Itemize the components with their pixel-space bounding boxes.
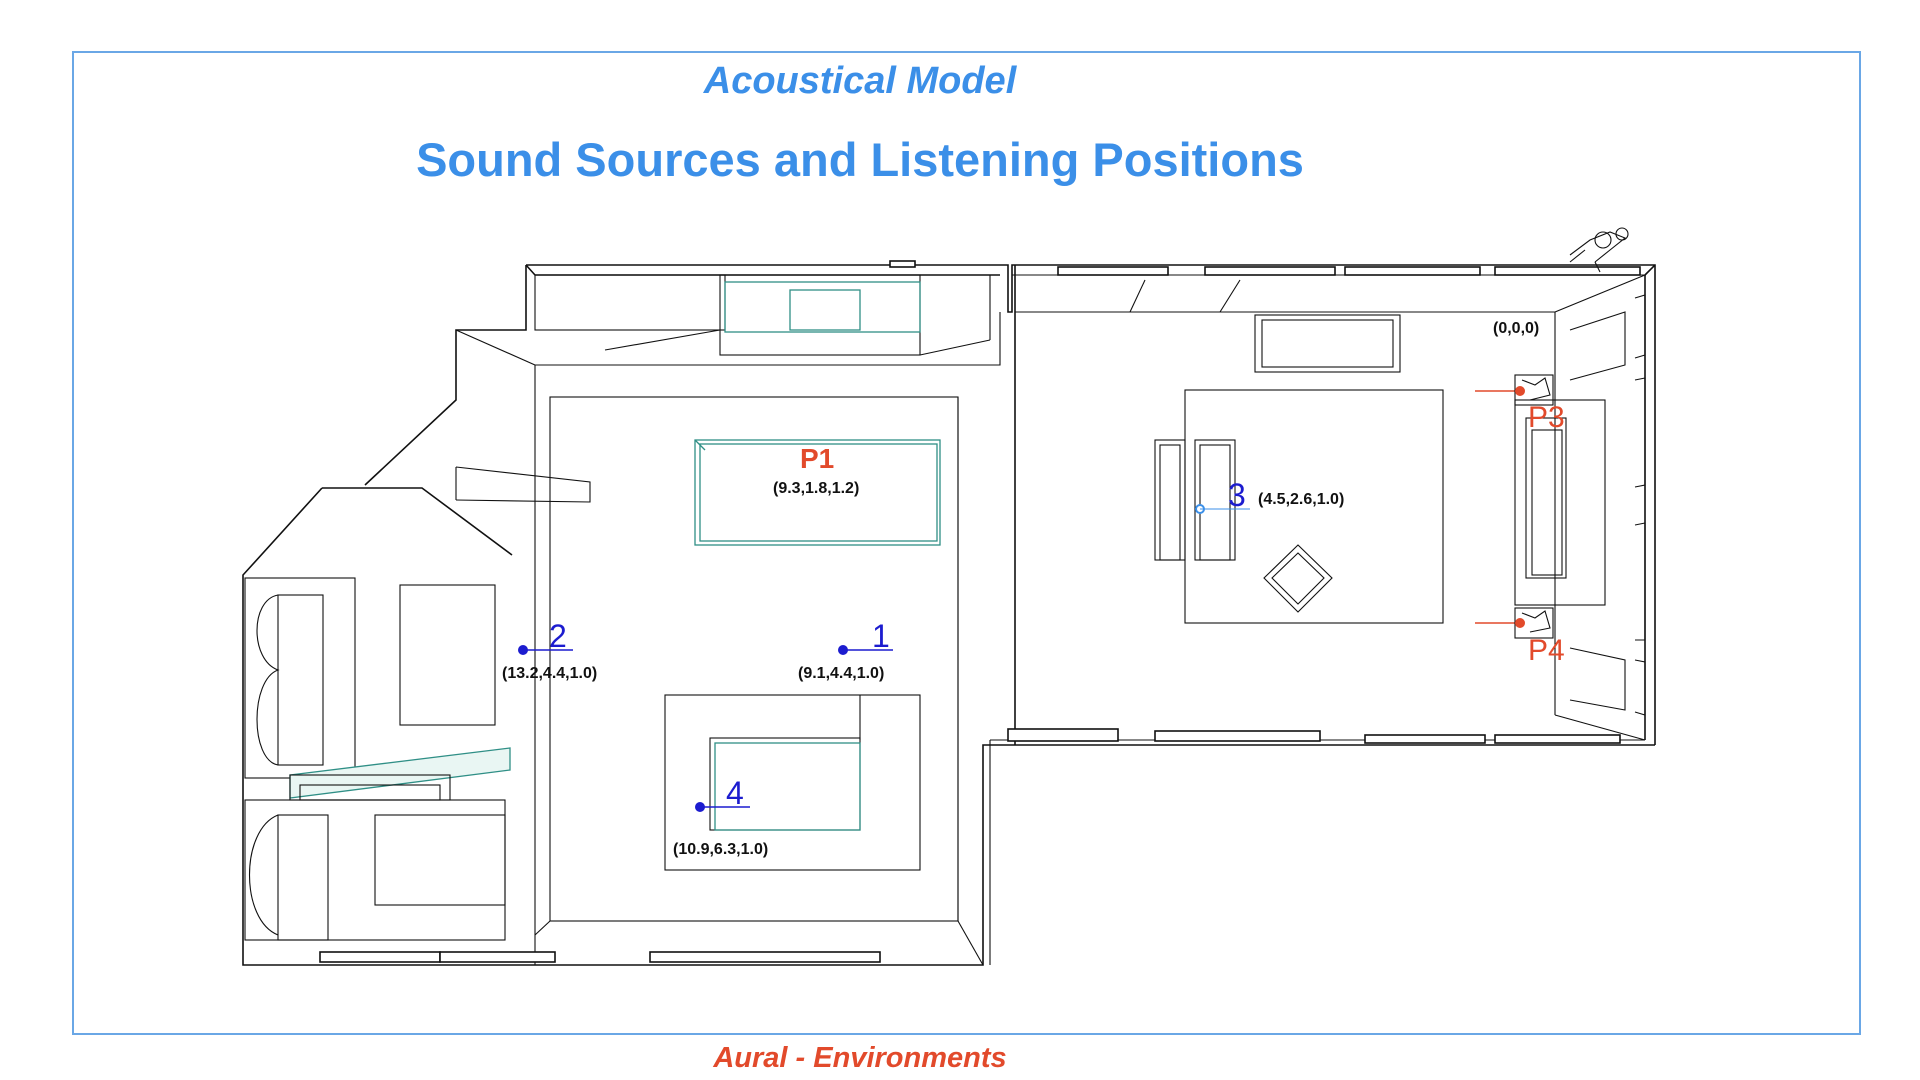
sound-source-label: P1 — [800, 443, 834, 474]
sound-source-p3-label: P3 — [1528, 401, 1565, 434]
center-furniture — [664, 439, 941, 871]
listening-position-4: 4 (10.9,6.3,1.0) — [673, 775, 768, 858]
listening-position-coords: (10.9,6.3,1.0) — [673, 841, 768, 858]
windows — [319, 260, 1646, 963]
sound-source-p4-label: P4 — [1528, 634, 1565, 667]
listening-position-3: 3 (4.5,2.6,1.0) — [1195, 477, 1344, 514]
listening-position-coords: (13.2,4.4,1.0) — [502, 665, 597, 682]
listening-position-number: 3 — [1228, 477, 1246, 513]
listening-position-number: 2 — [549, 618, 567, 654]
listening-position-number: 1 — [872, 618, 890, 654]
sound-source-p1: P1 (9.3,1.8,1.2) — [773, 443, 859, 497]
sound-source-coords: (9.3,1.8,1.2) — [773, 480, 859, 497]
page-title: Sound Sources and Listening Positions — [416, 133, 1304, 186]
listening-position-coords: (4.5,2.6,1.0) — [1258, 491, 1344, 508]
listening-position-coords: (9.1,4.4,1.0) — [798, 665, 884, 682]
diagram-frame — [72, 51, 1861, 1035]
listening-position-1: 1 (9.1,4.4,1.0) — [798, 618, 893, 682]
listening-position-2: 2 (13.2,4.4,1.0) — [502, 618, 597, 682]
left-room-furniture — [244, 577, 511, 941]
top-cabinets — [534, 274, 991, 356]
camera-icon — [1569, 227, 1629, 273]
speaker-icon-p4 — [1475, 607, 1554, 639]
origin-label: (0,0,0) — [1493, 320, 1539, 337]
right-room-furniture — [1154, 314, 1606, 624]
listening-position-number: 4 — [726, 775, 744, 811]
subtitle: Acoustical Model — [703, 60, 1017, 102]
brand-footer: Aural - Environments — [713, 1042, 1007, 1074]
speaker-icon-p3 — [1475, 374, 1554, 406]
